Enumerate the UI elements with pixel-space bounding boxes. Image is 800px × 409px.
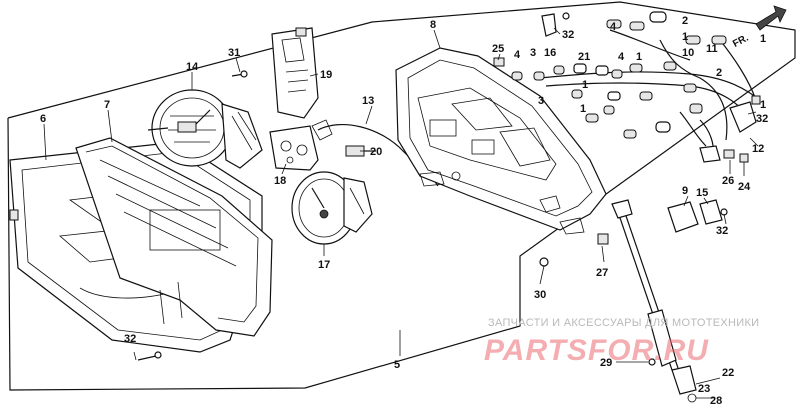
callout-1-upper: 1 bbox=[636, 51, 642, 63]
callout-9: 9 bbox=[682, 185, 688, 197]
bulb-set bbox=[511, 11, 727, 139]
callout-1-far: 1 bbox=[760, 33, 766, 45]
callout-5: 5 bbox=[394, 359, 400, 371]
callout-3-top: 3 bbox=[530, 47, 536, 59]
clip bbox=[751, 95, 761, 105]
screws bbox=[137, 12, 728, 366]
callout-20: 20 bbox=[370, 146, 382, 158]
callout-4-mid: 4 bbox=[618, 51, 625, 63]
callout-2-top: 2 bbox=[682, 15, 688, 27]
callout-3-mid: 3 bbox=[538, 95, 544, 107]
watermark: ЗАПЧАСТИ И АКСЕССУАРЫ ДЛЯ МОТОТЕХНИКИ PA… bbox=[484, 317, 759, 367]
speedometer bbox=[147, 89, 263, 169]
callout-32-lens: 32 bbox=[124, 333, 136, 345]
callout-numbers: 6 7 14 31 19 13 20 18 17 8 5 30 27 9 15 … bbox=[40, 15, 768, 407]
callout-1-mid: 1 bbox=[582, 79, 588, 91]
callout-21: 21 bbox=[578, 51, 590, 63]
callout-1-wire: 1 bbox=[682, 31, 688, 43]
mount-bracket bbox=[667, 199, 723, 233]
callout-1-low: 1 bbox=[580, 103, 586, 115]
callout-23: 23 bbox=[698, 383, 710, 395]
clip bbox=[493, 57, 505, 67]
grommet bbox=[597, 233, 609, 245]
callout-28: 28 bbox=[710, 395, 722, 407]
clip bbox=[739, 153, 749, 163]
tachometer bbox=[291, 171, 373, 245]
callout-10: 10 bbox=[682, 47, 694, 59]
cable-assembly bbox=[611, 199, 697, 403]
callout-14: 14 bbox=[186, 61, 199, 73]
callout-26: 26 bbox=[722, 175, 734, 187]
callout-32-harness: 32 bbox=[756, 113, 768, 125]
callout-4-left: 4 bbox=[514, 49, 521, 61]
callout-6: 6 bbox=[40, 113, 46, 125]
indicator-panel bbox=[269, 125, 319, 171]
assembly-outline bbox=[7, 1, 796, 391]
callout-2-right: 2 bbox=[716, 67, 722, 79]
callout-32-bracket: 32 bbox=[716, 225, 728, 237]
circuit-board bbox=[271, 27, 319, 119]
bracket bbox=[541, 13, 557, 37]
callout-11: 11 bbox=[706, 43, 718, 55]
callout-19: 19 bbox=[320, 69, 332, 81]
callout-17: 17 bbox=[318, 259, 330, 271]
callout-1-right: 1 bbox=[760, 99, 766, 111]
callout-24: 24 bbox=[738, 181, 751, 193]
callout-31: 31 bbox=[228, 47, 240, 59]
callout-22: 22 bbox=[722, 367, 734, 379]
callout-18: 18 bbox=[274, 175, 286, 187]
callout-29: 29 bbox=[600, 357, 612, 369]
callout-27: 27 bbox=[596, 267, 608, 279]
callout-13: 13 bbox=[362, 95, 374, 107]
connector-bracket bbox=[699, 101, 757, 163]
callout-7: 7 bbox=[104, 99, 110, 111]
callout-4-top: 4 bbox=[610, 21, 617, 33]
watermark-caption: ЗАПЧАСТИ И АКСЕССУАРЫ ДЛЯ МОТОТЕХНИКИ bbox=[488, 317, 759, 329]
front-label: FR. bbox=[731, 33, 751, 50]
front-direction-arrow: FR. bbox=[731, 5, 787, 50]
callout-8: 8 bbox=[430, 19, 436, 31]
callout-30: 30 bbox=[534, 289, 546, 301]
callout-32-top: 32 bbox=[562, 29, 574, 41]
callout-16: 16 bbox=[544, 47, 556, 59]
callout-12: 12 bbox=[752, 143, 764, 155]
meter-visor bbox=[75, 137, 273, 337]
watermark-brand: PARTSFOR.RU bbox=[484, 334, 709, 367]
clip bbox=[723, 149, 735, 159]
meter-case-housing bbox=[395, 47, 607, 235]
callout-15: 15 bbox=[696, 187, 708, 199]
leader-lines bbox=[43, 27, 759, 399]
callout-25: 25 bbox=[492, 43, 504, 55]
wire-harness bbox=[539, 29, 761, 159]
